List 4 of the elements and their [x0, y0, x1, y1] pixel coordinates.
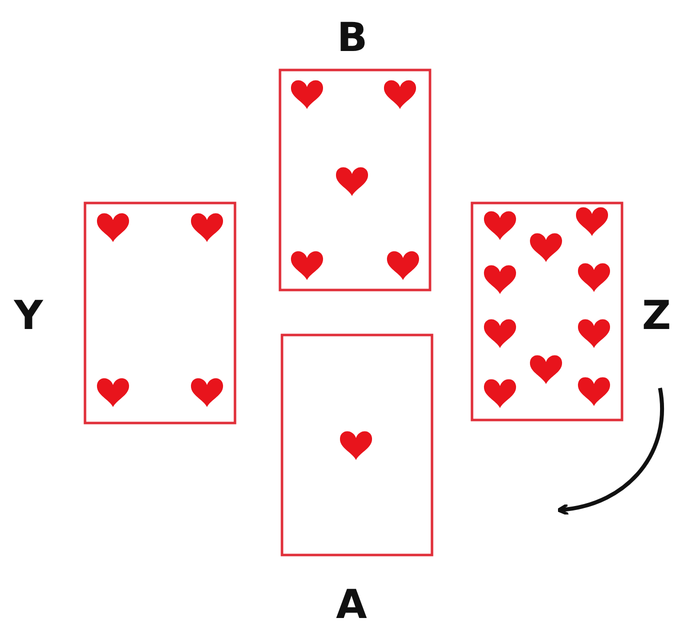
letter-label: A — [336, 585, 367, 625]
letter-label: Y — [14, 296, 43, 336]
letter-label: Z — [642, 296, 672, 336]
letter-label: B — [337, 18, 368, 58]
